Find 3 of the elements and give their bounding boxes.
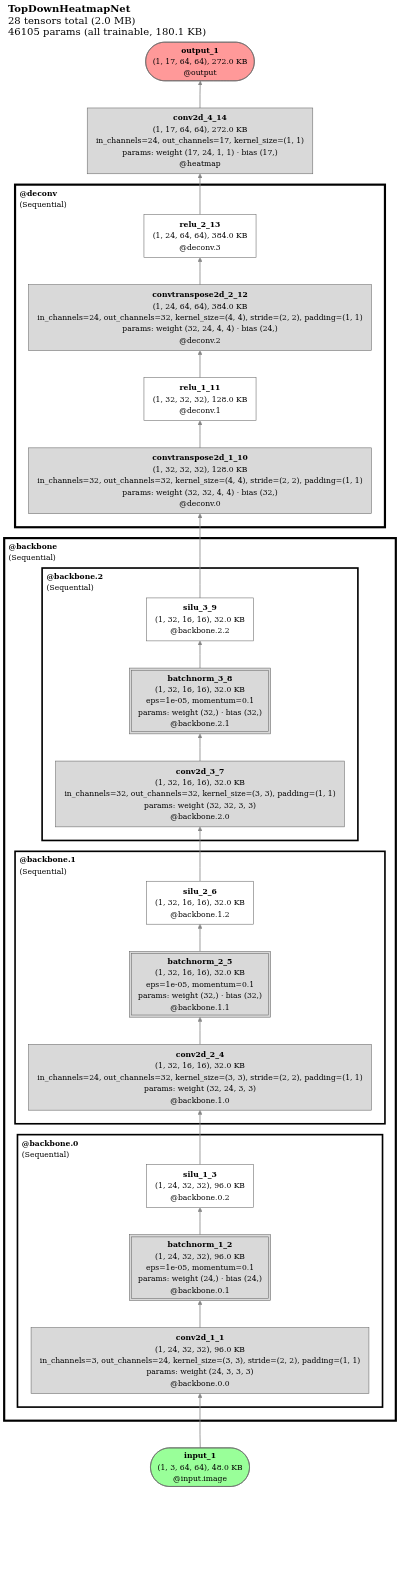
summary-note: 28 tensors total (2.0 MB) bbox=[8, 14, 137, 26]
summary-note: 46105 params (all trainable, 180.1 KB) bbox=[8, 26, 208, 38]
diagram-title: TopDownHeatmapNet bbox=[8, 3, 132, 15]
